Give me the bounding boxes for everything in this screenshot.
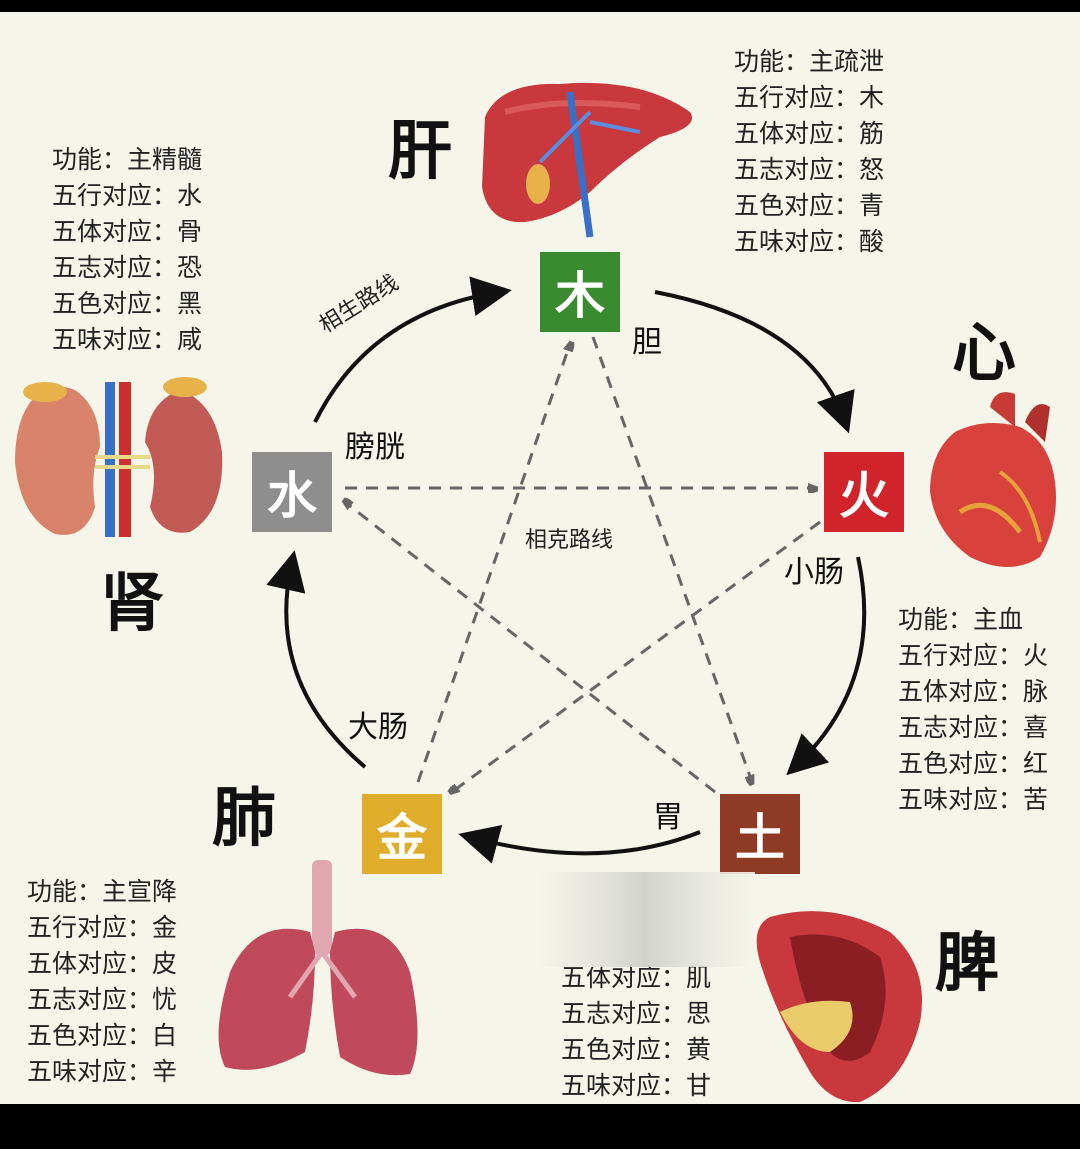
info-line: 五味对应：苦 [898,785,1049,814]
relationship-lines [15,82,1056,1103]
fu-small-intestine: 小肠 [784,555,844,590]
info-line: 五味对应：酸 [734,227,885,256]
info-line: 功能：主宣降 [27,877,178,906]
arc-water-wood [313,276,512,423]
info-line: 五色对应：白 [27,1021,178,1050]
info-line: 五行对应：火 [898,641,1049,670]
fu-stomach: 胃 [653,800,683,835]
organ-name-lung: 肺 [212,782,276,856]
lung-illustration [218,860,418,1076]
dash-fire-metal [452,520,821,792]
info-lung: 功能：主宣降五行对应：金五体对应：皮五志对应：忧五色对应：白五味对应：辛 [27,874,177,1090]
info-liver: 功能：主疏泄五行对应：木五体对应：筋五志对应：怒五色对应：青五味对应：酸 [734,44,884,260]
fu-large-intestine: 大肠 [348,710,408,745]
element-water: 水 [252,452,332,532]
info-kidney: 功能：主精髓五行对应：水五体对应：骨五志对应：恐五色对应：黑五味对应：咸 [52,142,202,358]
info-line: 五色对应：黄 [561,1035,712,1064]
element-wood: 木 [540,252,620,332]
info-line: 五体对应：皮 [27,949,178,978]
bottom-bar [0,1104,1080,1149]
info-line: 功能：主疏泄 [734,47,885,76]
arc-fire-earth [786,556,867,776]
info-line: 五色对应：黑 [52,289,203,318]
info-line: 五体对应：脉 [898,677,1049,706]
organ-name-spleen: 脾 [935,927,999,1001]
info-line: 功能：主精髓 [52,145,203,174]
organ-name-liver: 肝 [388,115,452,189]
dash-wood-earth [591,336,752,782]
dash-earth-water [345,502,716,794]
info-line: 五志对应：恐 [52,253,203,282]
info-line: 五志对应：思 [561,999,712,1028]
info-line: 五志对应：忧 [27,985,178,1014]
info-line: 五志对应：怒 [734,155,885,184]
info-line: 五色对应：红 [898,749,1049,778]
info-line: 五志对应：喜 [898,713,1049,742]
info-line: 五味对应：甘 [561,1071,712,1100]
element-earth: 土 [720,794,800,874]
fu-bladder: 膀胱 [345,430,405,465]
info-line: 五行对应：木 [734,83,885,112]
info-line: 五色对应：青 [734,191,885,220]
info-line: 五行对应：金 [27,913,178,942]
element-fire: 火 [824,452,904,532]
kidney-illustration [15,377,223,537]
liver-illustration [482,82,692,238]
spleen-illustration [756,911,922,1103]
arc-metal-water [266,550,367,769]
info-heart: 功能：主血五行对应：火五体对应：脉五志对应：喜五色对应：红五味对应：苦 [898,602,1048,818]
arc-wood-fire [654,290,855,434]
info-line: 五体对应：筋 [734,119,885,148]
info-spleen: 五体对应：肌五志对应：思五色对应：黄五味对应：甘 [561,960,711,1104]
info-line: 五体对应：肌 [561,963,712,992]
dash-metal-wood [416,344,570,783]
wuxing-diagram: 肝 心 脾 肺 肾 木 火 土 金 水 胆 小肠 胃 大肠 膀胱 相生路线 相克… [0,12,1080,1104]
info-line: 功能：主血 [898,605,1024,634]
organ-name-kidney: 肾 [100,567,164,641]
route-label-controlling: 相克路线 [525,528,614,553]
arc-earth-metal [458,824,701,864]
obscured-region [535,872,755,967]
heart-illustration [930,392,1056,567]
info-line: 五味对应：咸 [52,325,203,354]
info-line: 五体对应：骨 [52,217,203,246]
element-metal: 金 [362,794,442,874]
organ-name-heart: 心 [952,317,1016,391]
info-line: 五味对应：辛 [27,1057,178,1086]
fu-gallbladder: 胆 [632,325,662,360]
info-line: 五行对应：水 [52,181,203,210]
